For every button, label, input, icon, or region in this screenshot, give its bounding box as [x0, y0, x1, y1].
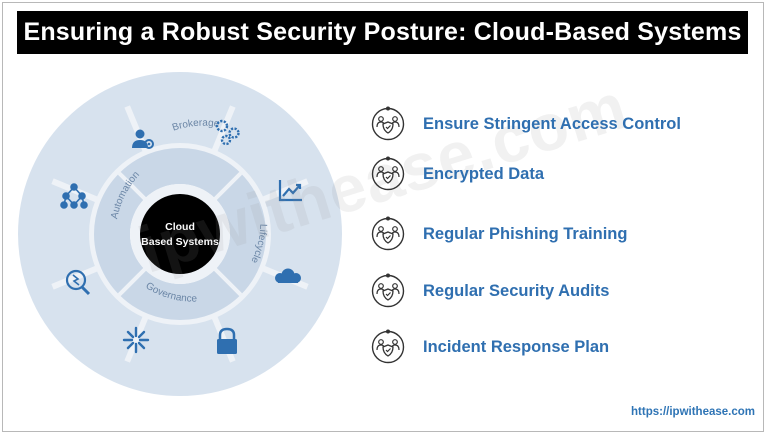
lock-icon: [217, 327, 237, 354]
network-search-icon: [65, 269, 91, 296]
security-team-icon: [370, 216, 406, 252]
security-team-icon: [370, 329, 406, 365]
growth-chart-icon: [278, 180, 302, 202]
ring-separator: [89, 143, 271, 325]
network-diagram-icon: [60, 183, 88, 209]
practice-item-encrypted-data: Encrypted Data: [370, 154, 544, 194]
security-team-icon: [370, 273, 406, 309]
security-team-icon: [370, 106, 406, 142]
practice-label: Regular Phishing Training: [423, 224, 628, 243]
outer-ring: [18, 72, 342, 396]
footer-url[interactable]: https://ipwithease.com: [631, 406, 755, 418]
practice-item-phishing-training: Regular Phishing Training: [370, 214, 627, 254]
practice-label: Incident Response Plan: [423, 337, 610, 356]
center-circle: [140, 194, 220, 274]
center-label-line1: Cloud: [165, 221, 195, 233]
title-bar: Ensuring a Robust Security Posture: Clou…: [17, 11, 748, 54]
practice-label: Ensure Stringent Access Control: [423, 114, 681, 133]
cloud-icon: [275, 268, 301, 283]
inner-ring: [94, 148, 266, 320]
practice-item-security-audits: Regular Security Audits: [370, 271, 609, 311]
user-settings-icon: [132, 129, 154, 149]
page-title: Ensuring a Robust Security Posture: Clou…: [23, 18, 742, 46]
gears-icon: [215, 119, 240, 146]
sparkle-icon: [122, 326, 150, 354]
practice-label: Regular Security Audits: [423, 281, 610, 300]
center-label-line2: Based Systems: [141, 236, 219, 248]
practice-label: Encrypted Data: [423, 164, 545, 183]
security-team-icon: [370, 156, 406, 192]
slide-frame: [2, 2, 764, 432]
practice-item-incident-response: Incident Response Plan: [370, 327, 609, 367]
practice-item-access-control: Ensure Stringent Access Control: [370, 104, 681, 144]
